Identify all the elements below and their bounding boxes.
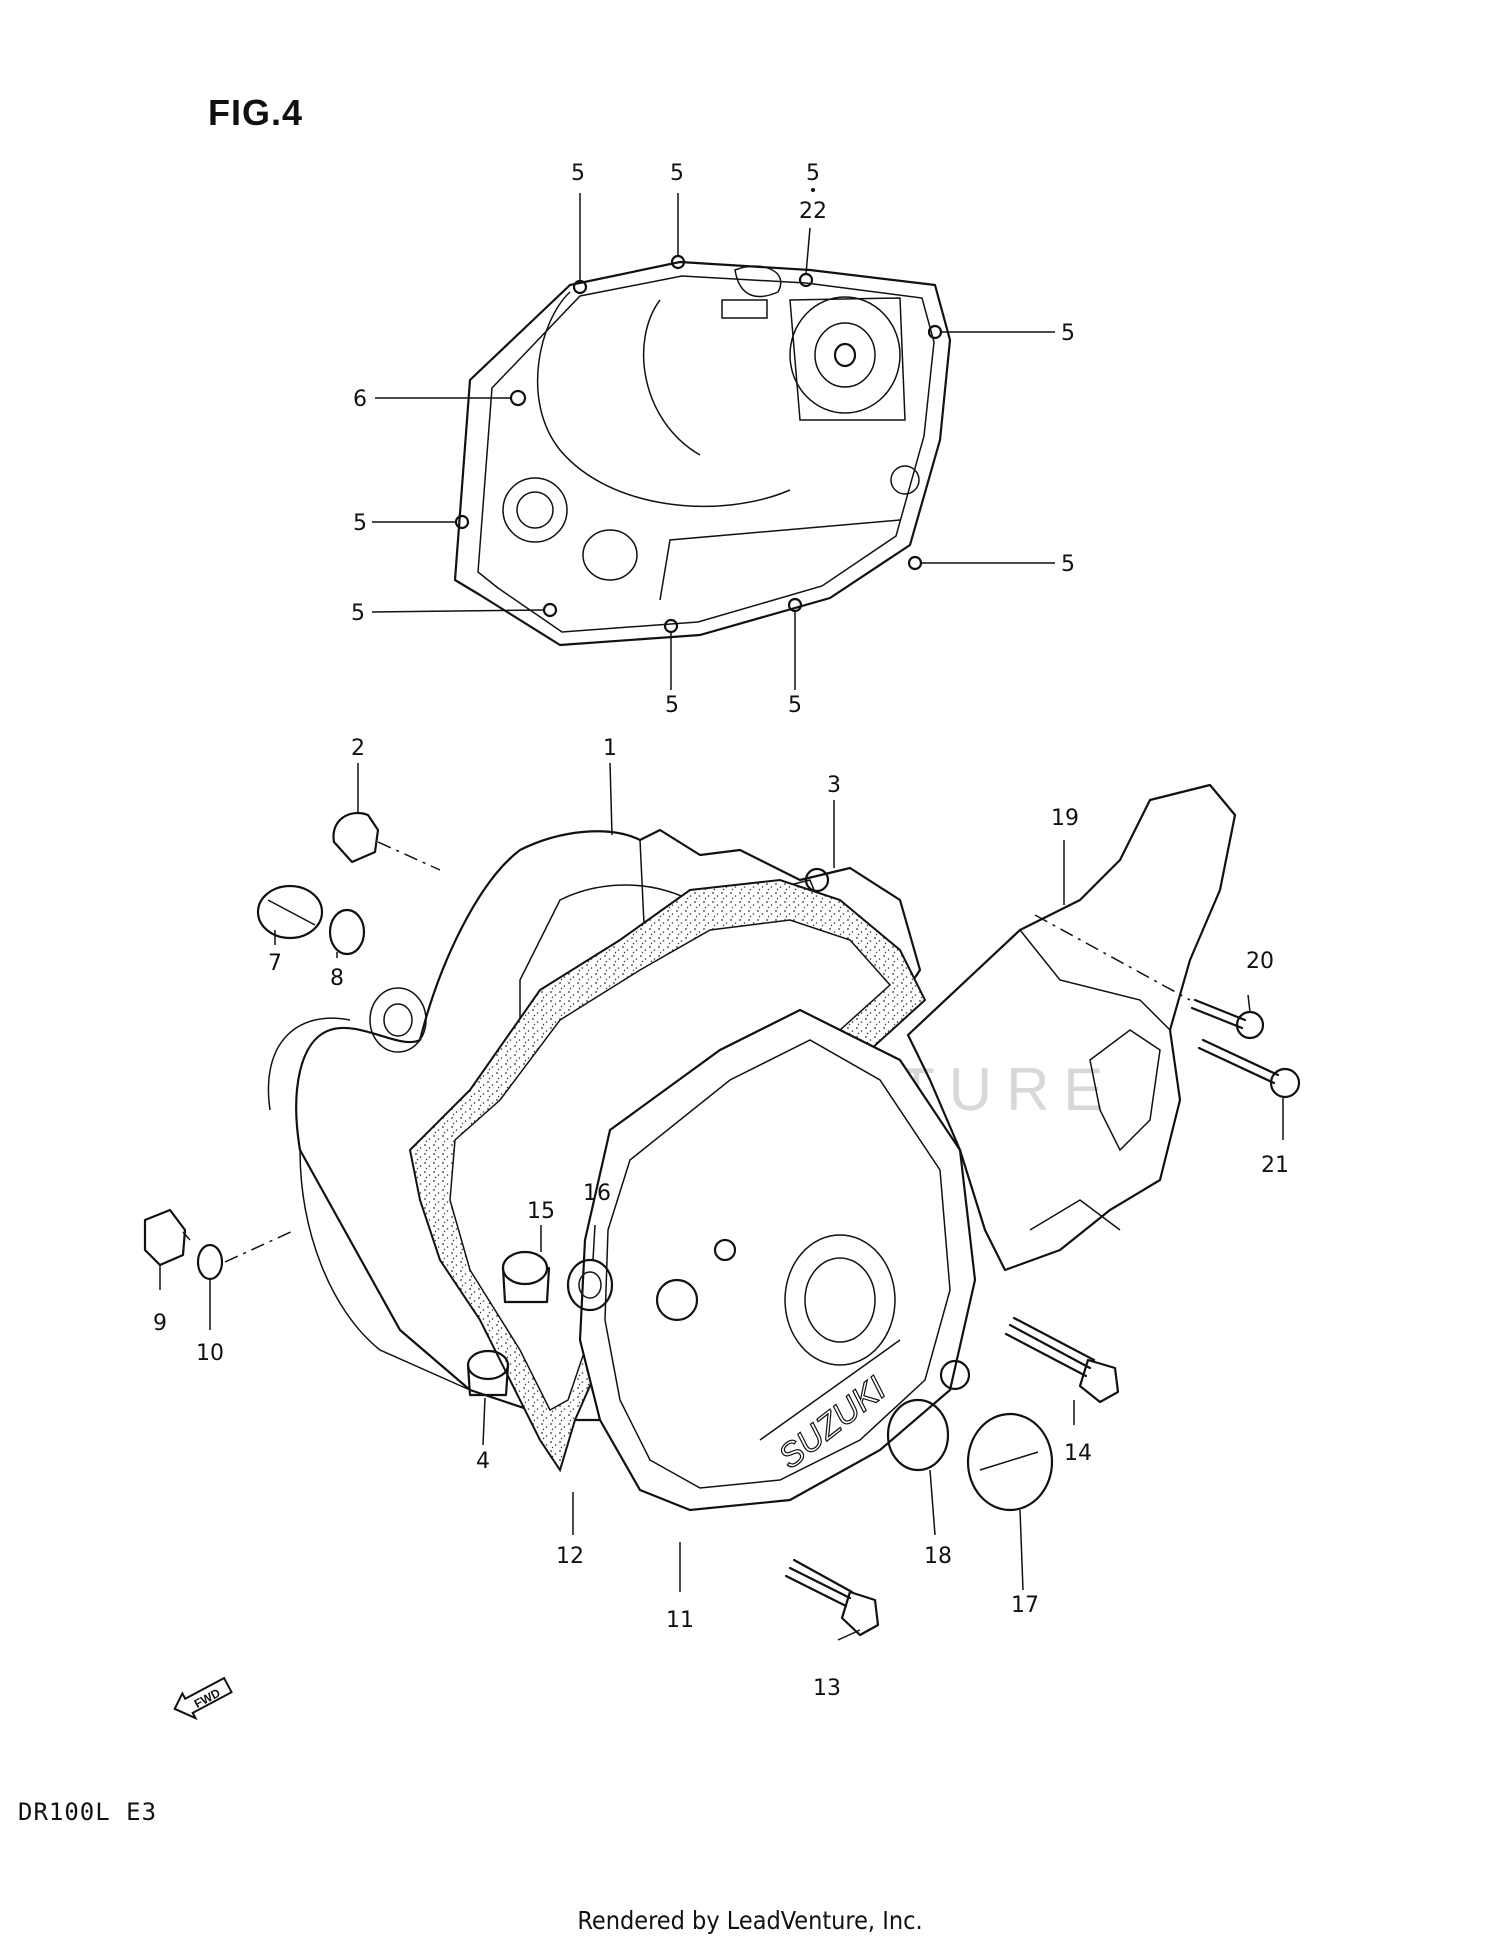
o-ring-8	[328, 908, 366, 956]
callout-7: 7	[268, 951, 282, 976]
callout-bottom-5b: 5	[788, 693, 802, 718]
plug-cap-2	[332, 811, 380, 864]
magneto-cover-11: SUZUKI	[578, 1008, 977, 1512]
dowel-3	[804, 867, 830, 893]
callout-19: 19	[1051, 806, 1079, 831]
callout-top-5b: 5	[670, 161, 684, 186]
callout-10: 10	[196, 1341, 224, 1366]
callout-bottom-5a: 5	[665, 693, 679, 718]
bolt-21	[1197, 1038, 1301, 1099]
callout-8: 8	[330, 966, 344, 991]
dowel-pin-4	[466, 1349, 510, 1397]
callout-right-5b: 5	[1061, 552, 1075, 577]
callout-right-5a: 5	[1061, 321, 1075, 346]
seal-16	[566, 1258, 614, 1312]
timing-cap-17	[966, 1412, 1054, 1512]
figure-title: FIG.4	[208, 92, 304, 133]
callout-labels: 5 5 5 22 6 5 5 5 5 5 5 1 2 3 19 7 8 20 2…	[153, 161, 1289, 1701]
callout-top-22: 22	[799, 199, 827, 224]
o-ring-18	[886, 1398, 950, 1472]
callout-15: 15	[527, 1199, 555, 1224]
callout-top-5a: 5	[571, 161, 585, 186]
explosion-lines	[224, 841, 1191, 1263]
bolt-14	[1004, 1316, 1120, 1404]
callout-left-5a: 5	[353, 511, 367, 536]
bolt-20	[1190, 998, 1265, 1040]
callout-4: 4	[476, 1449, 490, 1474]
callout-top-5c: 5	[806, 161, 820, 186]
plug-9	[143, 1208, 191, 1267]
clutch-cover-top	[453, 254, 952, 647]
model-code: DR100L E3	[18, 1798, 158, 1826]
washer-10	[196, 1243, 224, 1281]
cap-7	[256, 884, 324, 940]
callout-13: 13	[813, 1676, 841, 1701]
top-leaders	[371, 188, 1055, 690]
credit-line: Rendered by LeadVenture, Inc.	[577, 1906, 923, 1935]
sprocket-cover-19	[906, 783, 1237, 1272]
callout-3: 3	[827, 773, 841, 798]
callout-left-6: 6	[353, 387, 367, 412]
callout-9: 9	[153, 1311, 167, 1336]
callout-11: 11	[666, 1608, 694, 1633]
callout-16: 16	[583, 1181, 611, 1206]
bolt-13	[784, 1558, 880, 1637]
bottom-leaders	[159, 762, 1284, 1641]
dowel-pin-15	[501, 1250, 551, 1304]
callout-1: 1	[603, 736, 617, 761]
callout-18: 18	[924, 1544, 952, 1569]
callout-2: 2	[351, 736, 365, 761]
callout-21: 21	[1261, 1153, 1289, 1178]
fwd-arrow-icon: FWD	[173, 1676, 233, 1721]
callout-left-5b: 5	[351, 601, 365, 626]
callout-14: 14	[1064, 1441, 1092, 1466]
callout-17: 17	[1011, 1593, 1039, 1618]
callout-12: 12	[556, 1544, 584, 1569]
callout-20: 20	[1246, 949, 1274, 974]
